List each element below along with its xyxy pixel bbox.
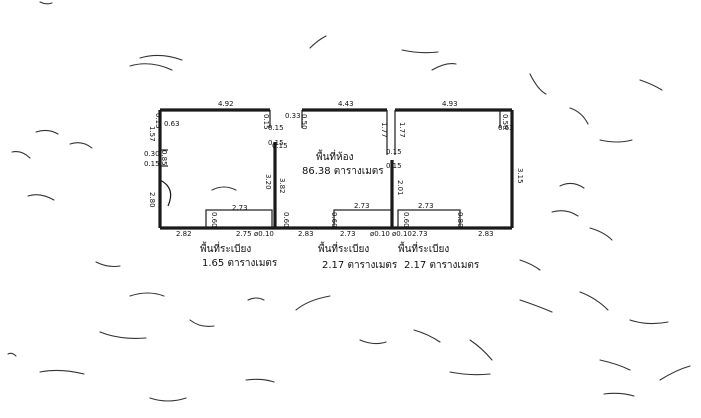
balcony-3-title: พื้นที่ระเบียง xyxy=(398,241,449,255)
dim-bottom-7: ø0.10 xyxy=(392,230,412,238)
dim-top-small-4: 0.50 xyxy=(300,114,308,130)
balcony-1-value: 1.65 ตารางเมตร xyxy=(202,258,278,269)
dim-balcony-depth-2: 0.60 xyxy=(282,212,290,228)
room-area-value: 86.38 ตารางเมตร xyxy=(302,166,384,177)
dim-balcony-depth-5: 0.80 xyxy=(456,212,464,228)
dim-top-small-6: 0.15 xyxy=(268,124,284,132)
dim-center-2: 1.77 xyxy=(398,122,406,138)
dim-left-4: 0.15 xyxy=(144,160,160,168)
dim-center-7: 2.01 xyxy=(396,180,404,196)
dim-left-5: 0.85 xyxy=(160,150,168,166)
dim-balcony-width-3: 2.73 xyxy=(418,202,434,210)
dim-center-1: 1.77 xyxy=(380,122,388,138)
area-labels: พื้นที่ห้อง 86.38 ตารางเมตร พื้นที่ระเบี… xyxy=(200,149,480,271)
dim-bottom-3: ø0.10 xyxy=(254,230,274,238)
dim-top-small-2: 0.15 xyxy=(262,114,270,130)
dim-left-3: 0.30 xyxy=(144,150,160,158)
dim-top-2: 4.43 xyxy=(338,100,354,108)
balcony-2-value: 2.17 ตารางเมตร xyxy=(322,260,398,271)
dim-top-small-3: 0.33 xyxy=(285,112,301,120)
dim-balcony-width-1: 2.73 xyxy=(232,204,248,212)
dim-bottom-5: 2.73 xyxy=(340,230,356,238)
dim-right-2: 3.15 xyxy=(516,168,524,184)
balcony-3-value: 2.17 ตารางเมตร xyxy=(404,260,480,271)
dimension-labels: 4.92 4.43 4.93 0.15 0.15 0.33 0.50 0.50 … xyxy=(144,100,524,238)
dim-bottom-1: 2.82 xyxy=(176,230,192,238)
balcony-2-title: พื้นที่ระเบียง xyxy=(318,241,369,255)
room-area-title: พื้นที่ห้อง xyxy=(316,149,354,163)
dim-top-3: 4.93 xyxy=(442,100,458,108)
dim-center-3: 0.15 xyxy=(386,148,402,156)
dim-bottom-2: 2.75 xyxy=(236,230,252,238)
scan-scribbles xyxy=(7,1,691,402)
dim-top-small-1: 0.15 xyxy=(154,113,162,129)
dim-left-6: 2.80 xyxy=(148,192,156,208)
balcony-1-title: พื้นที่ระเบียง xyxy=(200,241,251,255)
dim-center-8: 0.15 xyxy=(272,142,288,150)
dim-top-small-7: 0.15 xyxy=(268,139,284,147)
dim-center-4: 0.15 xyxy=(386,162,402,170)
dim-top-1: 4.92 xyxy=(218,100,234,108)
dim-bottom-4: 2.83 xyxy=(298,230,314,238)
dim-bottom-8: 2.73 xyxy=(412,230,428,238)
dim-balcony-width-2: 2.73 xyxy=(354,202,370,210)
dim-right-1: 0.63 xyxy=(498,124,514,132)
dim-balcony-depth-4: 0.60 xyxy=(402,212,410,228)
dim-balcony-depth-1: 0.60 xyxy=(210,212,218,228)
dim-left-2: 1.57 xyxy=(148,126,156,142)
dim-top-small-5: 0.50 xyxy=(501,114,509,130)
dim-balcony-depth-3: 0.60 xyxy=(330,212,338,228)
dim-center-6: 3.82 xyxy=(278,178,286,194)
dim-bottom-6: ø0.10 xyxy=(370,230,390,238)
dim-center-5: 3.20 xyxy=(264,174,272,190)
walls xyxy=(158,108,514,230)
dim-bottom-9: 2.83 xyxy=(478,230,494,238)
dim-left-1: 0.63 xyxy=(164,120,180,128)
